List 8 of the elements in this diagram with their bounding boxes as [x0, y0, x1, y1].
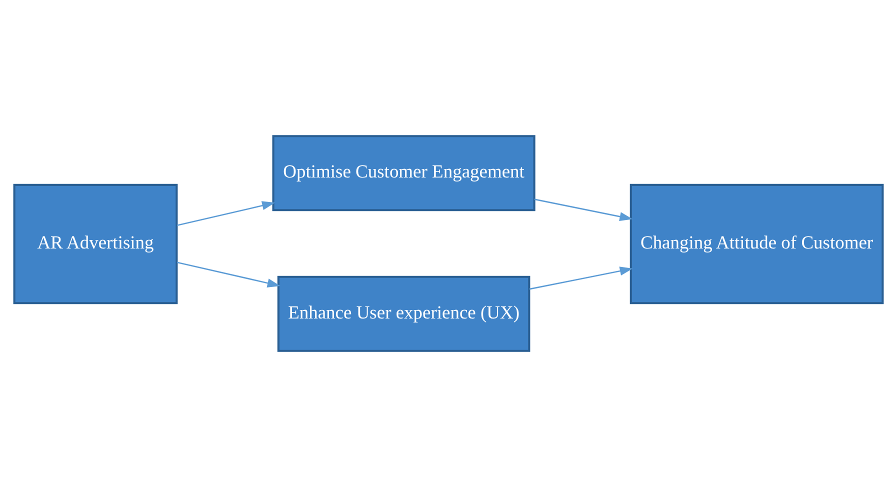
node-box: Changing Attitude of Customer — [629, 184, 884, 304]
arrow — [528, 266, 632, 290]
node-box: Enhance User experience (UX) — [276, 276, 530, 352]
arrow — [176, 262, 280, 288]
node-box: Optimise Customer Engagement — [272, 135, 535, 212]
arrow — [534, 198, 632, 222]
node-box: AR Advertising — [12, 184, 178, 304]
arrow — [176, 201, 275, 226]
